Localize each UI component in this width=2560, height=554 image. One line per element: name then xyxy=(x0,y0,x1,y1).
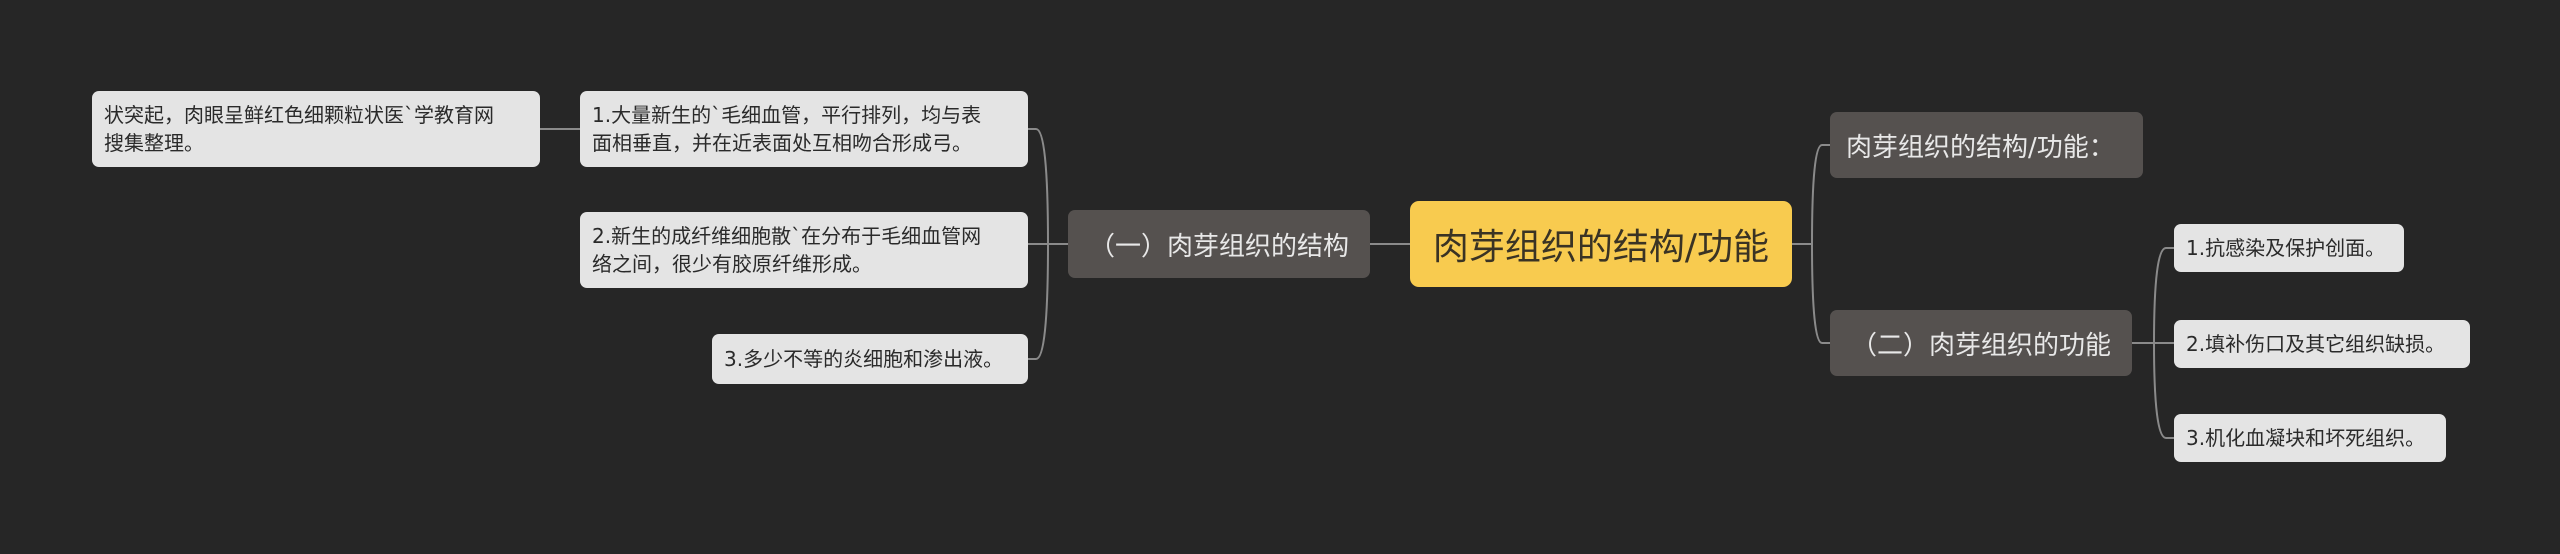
leaf-structure-2[interactable]: 2.新生的成纤维细胞散`在分布于毛细血管网 络之间，很少有胶原纤维形成。 xyxy=(580,212,1028,288)
connector-left-l1 xyxy=(1028,128,1068,245)
branch-summary[interactable]: 肉芽组织的结构/功能： xyxy=(1830,112,2143,178)
branch-structure[interactable]: （一）肉芽组织的结构 xyxy=(1068,210,1370,278)
leaf-structure-1[interactable]: 1.大量新生的`毛细血管，平行排列，均与表 面相垂直，并在近表面处互相吻合形成弓… xyxy=(580,91,1028,167)
leaf-structure-detail-label: 状突起，肉眼呈鲜红色细颗粒状医`学教育网 搜集整理。 xyxy=(104,103,494,155)
leaf-structure-detail[interactable]: 状突起，肉眼呈鲜红色细颗粒状医`学教育网 搜集整理。 xyxy=(92,91,540,167)
leaf-structure-2-label: 2.新生的成纤维细胞散`在分布于毛细血管网 络之间，很少有胶原纤维形成。 xyxy=(592,224,982,276)
leaf-function-2[interactable]: 2.填补伤口及其它组织缺损。 xyxy=(2174,320,2470,368)
leaf-function-1-label: 1.抗感染及保护创面。 xyxy=(2186,236,2386,260)
connector-left-l3 xyxy=(1028,243,1049,360)
branch-function[interactable]: （二）肉芽组织的功能 xyxy=(1830,310,2132,376)
connector-r2-c1 xyxy=(2132,247,2174,344)
leaf-function-3-label: 3.机化血凝块和坏死组织。 xyxy=(2186,426,2426,450)
leaf-structure-1-label: 1.大量新生的`毛细血管，平行排列，均与表 面相垂直，并在近表面处互相吻合形成弓… xyxy=(592,103,982,155)
root-topic[interactable]: 肉芽组织的结构/功能 xyxy=(1410,201,1792,287)
connector-root-r1 xyxy=(1792,144,1830,245)
connector-r2-c3 xyxy=(2153,342,2174,439)
leaf-function-1[interactable]: 1.抗感染及保护创面。 xyxy=(2174,224,2404,272)
connector-root-r2 xyxy=(1811,243,1830,344)
leaf-function-2-label: 2.填补伤口及其它组织缺损。 xyxy=(2186,332,2446,356)
leaf-structure-3-label: 3.多少不等的炎细胞和渗出液。 xyxy=(724,347,1004,371)
leaf-structure-3[interactable]: 3.多少不等的炎细胞和渗出液。 xyxy=(712,334,1028,384)
branch-function-label: （二）肉芽组织的功能 xyxy=(1850,330,2111,361)
branch-summary-label: 肉芽组织的结构/功能： xyxy=(1846,132,2115,163)
branch-structure-label: （一）肉芽组织的结构 xyxy=(1088,231,1349,262)
root-topic-label: 肉芽组织的结构/功能 xyxy=(1432,227,1770,268)
leaf-function-3[interactable]: 3.机化血凝块和坏死组织。 xyxy=(2174,414,2446,462)
